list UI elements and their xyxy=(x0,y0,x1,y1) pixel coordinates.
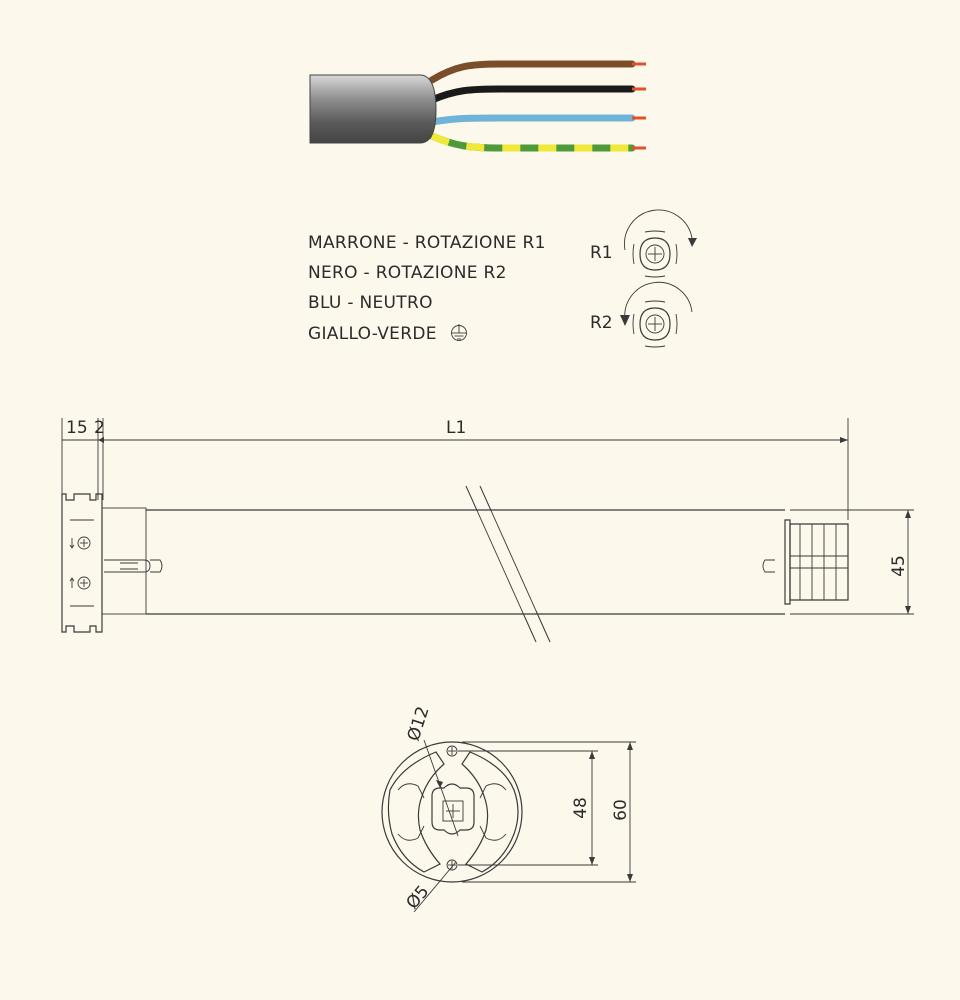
wire-yellow-green xyxy=(428,132,646,152)
dimension-diameter: 45 xyxy=(889,555,909,577)
dimension-gap: 2 xyxy=(94,418,105,438)
wire-blue xyxy=(428,114,646,126)
dimension-pin-circle: 48 xyxy=(571,797,591,819)
motor-side-view: 15 2 L1 xyxy=(61,418,914,643)
legend-yellow-green: GIALLO-VERDE xyxy=(308,324,437,344)
cable-jacket xyxy=(309,74,437,144)
drive-adapter xyxy=(784,519,849,605)
limit-switch-screw-icon xyxy=(69,576,91,590)
dimension-outer: 60 xyxy=(611,799,631,821)
motor-tube xyxy=(146,485,785,643)
length-dimension: 15 2 L1 xyxy=(61,418,849,520)
rotation-r1: R1 xyxy=(590,209,697,278)
wire-legend: MARRONE - ROTAZIONE R1 NERO - ROTAZIONE … xyxy=(308,233,546,344)
rotation-r2-label: R2 xyxy=(590,313,613,333)
dimension-shaft: Ø12 xyxy=(404,704,434,743)
rotation-r2: R2 xyxy=(590,281,693,348)
diameter-dimension: 45 xyxy=(790,509,914,615)
mounting-hole-top xyxy=(446,745,458,757)
wire-black xyxy=(428,85,646,104)
pin-circle-dimension: 48 xyxy=(458,750,598,866)
legend-black: NERO - ROTAZIONE R2 xyxy=(308,263,507,283)
legend-brown: MARRONE - ROTAZIONE R1 xyxy=(308,233,546,253)
rotation-counterclockwise-icon xyxy=(620,281,693,348)
rotation-r1-label: R1 xyxy=(590,243,613,263)
dimension-length: L1 xyxy=(446,418,466,438)
dimension-hole: Ø5 xyxy=(403,882,434,913)
limit-switch-screw-icon xyxy=(69,536,91,550)
mounting-hole-bottom xyxy=(446,859,458,871)
dimension-head: 15 xyxy=(66,418,88,438)
motor-head xyxy=(61,493,151,633)
motor-end-view: Ø12 Ø5 48 60 xyxy=(381,704,636,913)
legend-blue: BLU - NEUTRO xyxy=(308,293,433,313)
cable xyxy=(309,60,646,152)
outer-dimension: 60 xyxy=(462,741,636,883)
rotation-clockwise-icon xyxy=(624,209,697,278)
wire-brown xyxy=(428,60,646,84)
earth-ground-icon xyxy=(451,324,467,341)
